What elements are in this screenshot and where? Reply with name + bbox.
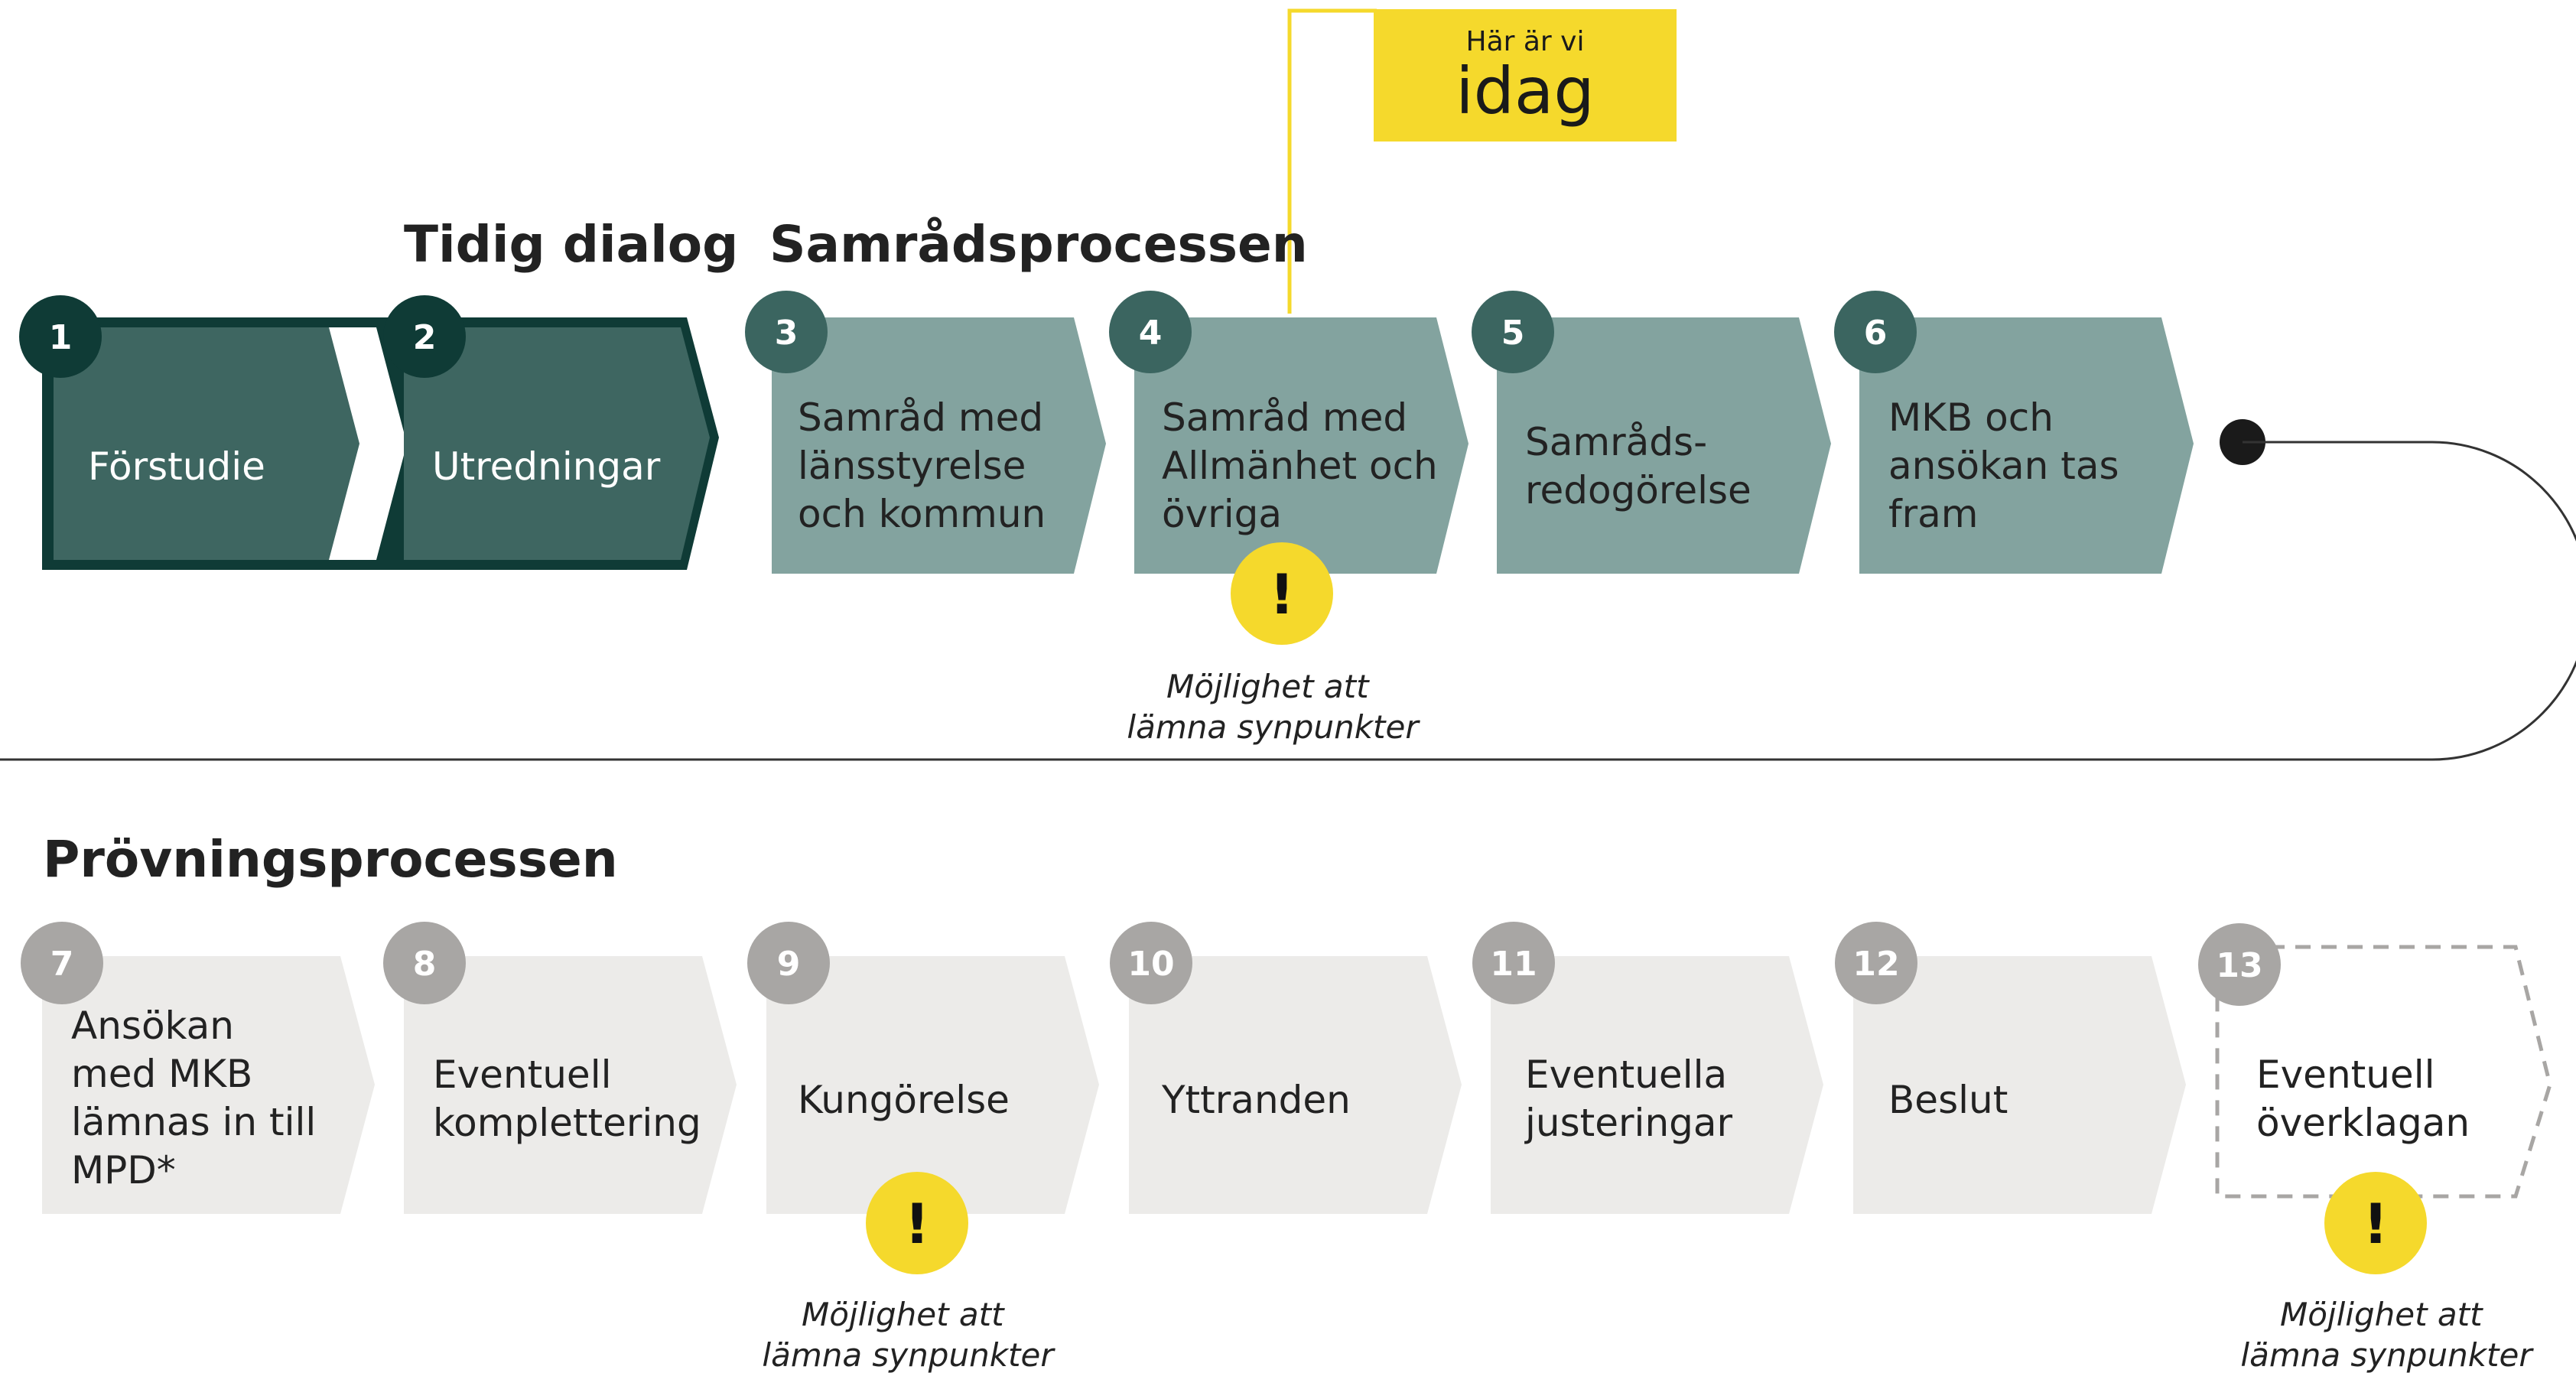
step-badge-6 [1834, 291, 1917, 373]
step-label-4: Samråd med Allmänhet och övriga [1162, 395, 1450, 536]
step-shape-13 [2215, 945, 2552, 1199]
step-label-8: Eventuell komplettering [433, 1053, 701, 1145]
step-badge-7 [21, 922, 103, 1004]
step-number-13: 13 [2216, 946, 2262, 985]
warning-icon-symbol: ! [905, 1192, 930, 1256]
current-position-small-text: Här är vi [1466, 26, 1585, 57]
current-position-marker: Här är vi idag [1287, 8, 1677, 314]
warning-marker-step-4: ! [1231, 542, 1333, 645]
step-number-2: 2 [413, 318, 437, 357]
step-badge-1 [19, 295, 102, 378]
step-number-1: 1 [49, 318, 73, 357]
step-label-12: Beslut [1888, 1078, 2008, 1122]
step-shape-7 [42, 956, 375, 1214]
warning-icon-symbol: ! [1270, 562, 1295, 626]
step-badge-8 [383, 922, 466, 1004]
step-shape-4 [1134, 317, 1469, 574]
step-badge-9 [747, 922, 830, 1004]
step-number-5: 5 [1501, 314, 1525, 353]
step-badge-5 [1472, 291, 1554, 373]
step-number-7: 7 [50, 945, 74, 984]
step-shape-1 [54, 327, 359, 560]
step-number-11: 11 [1490, 945, 1537, 984]
feedback-note-step-4: Möjlighet att lämna synpunkter [1127, 668, 1420, 746]
step-label-2: Utredningar [432, 444, 661, 489]
step-shape-2 [404, 327, 710, 560]
step-label-9: Kungörelse [798, 1078, 1010, 1122]
step-divider [329, 327, 407, 560]
current-position-big-text: idag [1456, 54, 1594, 129]
step-shape-3 [772, 317, 1106, 574]
warning-icon [866, 1172, 968, 1274]
step-badge-3 [745, 291, 828, 373]
step-label-6: MKB och ansökan tas fram [1888, 395, 2131, 536]
step-shape-11 [1491, 956, 1823, 1214]
step-badge-10 [1110, 922, 1192, 1004]
phase-title-consultation: Samrådsprocessen [769, 215, 1308, 274]
step-shape-8 [404, 956, 737, 1214]
step-badge-13 [2198, 923, 2281, 1006]
step-number-10: 10 [1127, 945, 1174, 984]
step-number-6: 6 [1864, 314, 1888, 353]
current-position-badge [1374, 9, 1677, 142]
connector-line [0, 441, 2576, 761]
step-label-5: Samråds- redogörelse [1525, 420, 1751, 512]
step-shape-5 [1497, 317, 1831, 574]
step-number-9: 9 [777, 945, 801, 984]
step-label-11: Eventuella justeringar [1524, 1053, 1739, 1145]
warning-icon [2324, 1172, 2427, 1274]
step-number-3: 3 [775, 314, 798, 353]
step-badge-12 [1835, 922, 1917, 1004]
warning-marker-step-9: ! [866, 1172, 968, 1274]
step-shape-6 [1859, 317, 2194, 574]
step-shape-9 [766, 956, 1099, 1214]
step-label-7: Ansökan med MKB lämnas in till MPD* [71, 1004, 328, 1192]
step-label-13: Eventuell överklagan [2256, 1053, 2470, 1145]
step-shape-12 [1853, 956, 2186, 1214]
warning-marker-step-13: ! [2324, 1172, 2427, 1274]
step-label-3: Samråd med länsstyrelse och kommun [798, 395, 1055, 536]
phase-title-early-dialogue: Tidig dialog [404, 215, 738, 274]
step-number-12: 12 [1852, 945, 1899, 984]
step-shape-10 [1129, 956, 1462, 1214]
early-dialogue-group [42, 317, 719, 570]
warning-icon [1231, 542, 1333, 645]
current-position-connector [1287, 8, 1377, 314]
process-connector [0, 419, 2576, 761]
step-number-4: 4 [1139, 314, 1163, 353]
step-badge-4 [1109, 291, 1192, 373]
feedback-note-step-9: Möjlighet att lämna synpunkter [762, 1296, 1055, 1373]
phase-title-permit: Prövningsprocessen [43, 830, 618, 889]
step-badge-11 [1472, 922, 1555, 1004]
feedback-note-step-13: Möjlighet att lämna synpunkter [2240, 1296, 2534, 1373]
step-label-1: Förstudie [88, 444, 265, 489]
warning-icon-symbol: ! [2363, 1192, 2389, 1256]
step-number-8: 8 [413, 945, 437, 984]
step-label-10: Yttranden [1161, 1078, 1351, 1122]
step-badge-2 [383, 295, 466, 378]
